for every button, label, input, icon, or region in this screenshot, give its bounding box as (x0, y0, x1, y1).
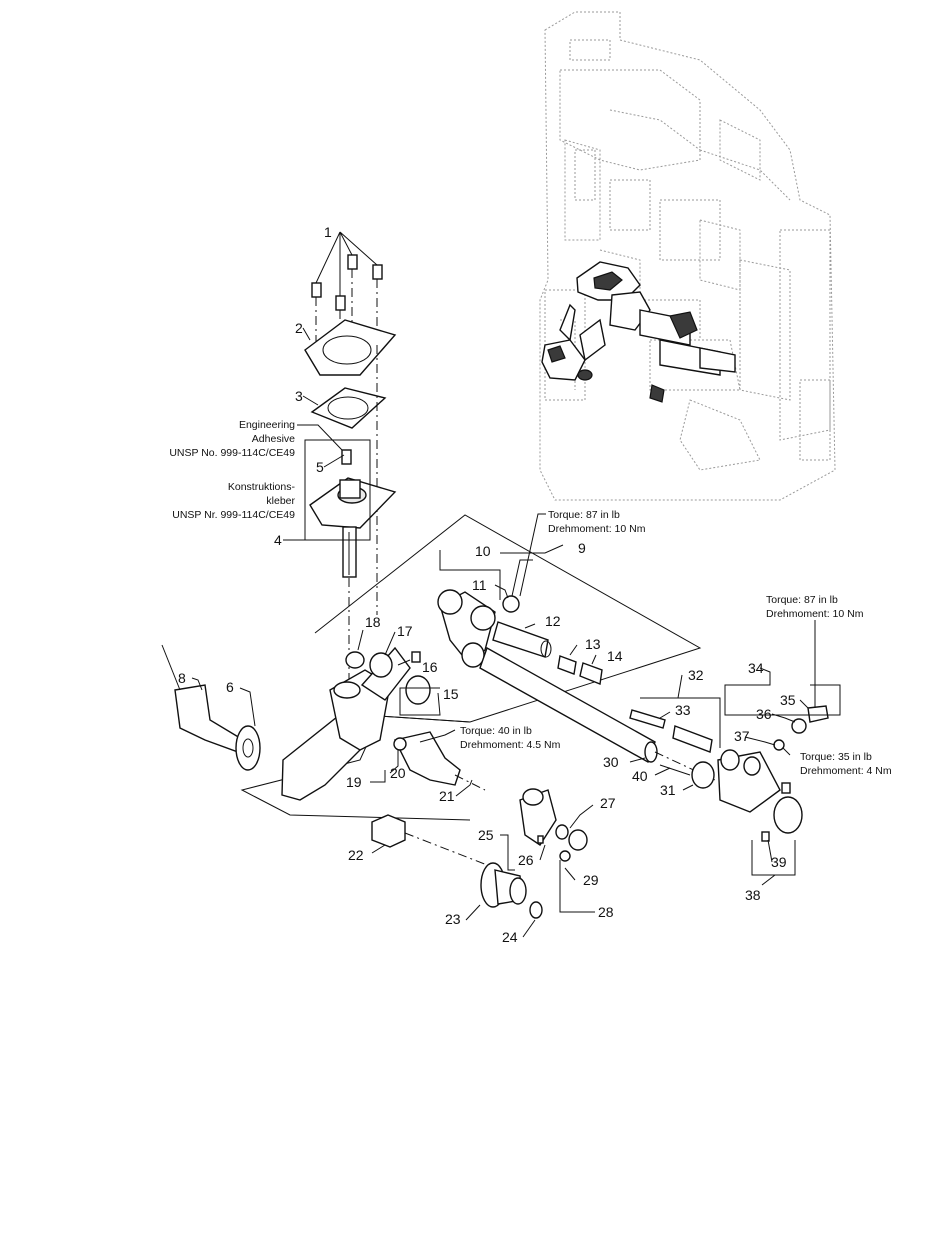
callout-40: 40 (632, 768, 648, 784)
torque-note-c-1: Torque: 40 in lb (460, 725, 532, 737)
torque-note-a-1: Torque: 87 in lb (548, 509, 620, 521)
callout-16: 16 (422, 659, 438, 675)
callout-22: 22 (348, 847, 364, 863)
callout-11: 11 (472, 577, 487, 593)
callout-numbers: 1 2 3 5 4 8 6 9 10 11 12 13 14 18 17 16 … (178, 224, 796, 945)
callout-23: 23 (445, 911, 461, 927)
callout-34: 34 (748, 660, 764, 676)
callout-19: 19 (346, 774, 362, 790)
callout-13: 13 (585, 636, 601, 652)
callout-9: 9 (578, 540, 586, 556)
callout-17: 17 (397, 623, 413, 639)
adhesive-note-de-1: Konstruktions- (228, 481, 296, 493)
callout-26: 26 (518, 852, 534, 868)
callout-20: 20 (390, 765, 406, 781)
callout-30: 30 (603, 754, 619, 770)
callout-36: 36 (756, 706, 772, 722)
callout-3: 3 (295, 388, 303, 404)
callout-6: 6 (226, 679, 234, 695)
pin-part-5 (341, 449, 352, 465)
adhesive-note-de-2: kleber (266, 495, 295, 507)
callout-29: 29 (583, 872, 599, 888)
callout-15: 15 (443, 686, 459, 702)
callout-12: 12 (545, 613, 561, 629)
callout-32: 32 (688, 667, 704, 683)
leader-lines (191, 231, 841, 938)
callout-24: 24 (502, 929, 518, 945)
callout-10: 10 (475, 543, 491, 559)
torque-note-d-2: Drehmoment: 4 Nm (800, 765, 892, 777)
callout-21: 21 (439, 788, 455, 804)
torque-note-b-2: Drehmoment: 10 Nm (766, 608, 864, 620)
housing-outline (539, 11, 836, 501)
callout-25: 25 (478, 827, 494, 843)
adhesive-note-de-3: UNSP Nr. 999-114C/CE49 (172, 509, 295, 521)
callout-2: 2 (295, 320, 303, 336)
torque-note-d-1: Torque: 35 in lb (800, 751, 872, 763)
lower-assembly (161, 514, 829, 919)
callout-35: 35 (780, 692, 796, 708)
adhesive-note-en-3: UNSP No. 999-114C/CE49 (169, 447, 295, 459)
callout-37: 37 (734, 728, 750, 744)
torque-note-b-1: Torque: 87 in lb (766, 594, 838, 606)
torque-note-a-2: Drehmoment: 10 Nm (548, 523, 646, 535)
callout-28: 28 (598, 904, 614, 920)
gasket-part-3 (310, 387, 387, 429)
callout-31: 31 (660, 782, 676, 798)
callout-8: 8 (178, 670, 186, 686)
callout-1: 1 (324, 224, 332, 240)
callout-5: 5 (316, 459, 324, 475)
adhesive-note-en-2: Adhesive (252, 433, 295, 445)
cover-stack (304, 254, 397, 680)
callout-4: 4 (274, 532, 282, 548)
adhesive-note-en-1: Engineering (239, 419, 295, 431)
callout-27: 27 (600, 795, 616, 811)
callout-38: 38 (745, 887, 761, 903)
pin-part-8 (174, 684, 241, 753)
cover-part-2 (304, 319, 397, 376)
block-part-22 (371, 814, 406, 848)
shaft-part-30 (479, 646, 656, 764)
installed-assembly (541, 261, 736, 403)
torque-note-c-2: Drehmoment: 4.5 Nm (460, 739, 561, 751)
callout-39: 39 (771, 854, 787, 870)
callout-33: 33 (675, 702, 691, 718)
fork-part-19 (393, 731, 461, 786)
callout-14: 14 (607, 648, 623, 664)
annotation-notes: Engineering Adhesive UNSP No. 999-114C/C… (169, 419, 892, 777)
callout-18: 18 (365, 614, 381, 630)
